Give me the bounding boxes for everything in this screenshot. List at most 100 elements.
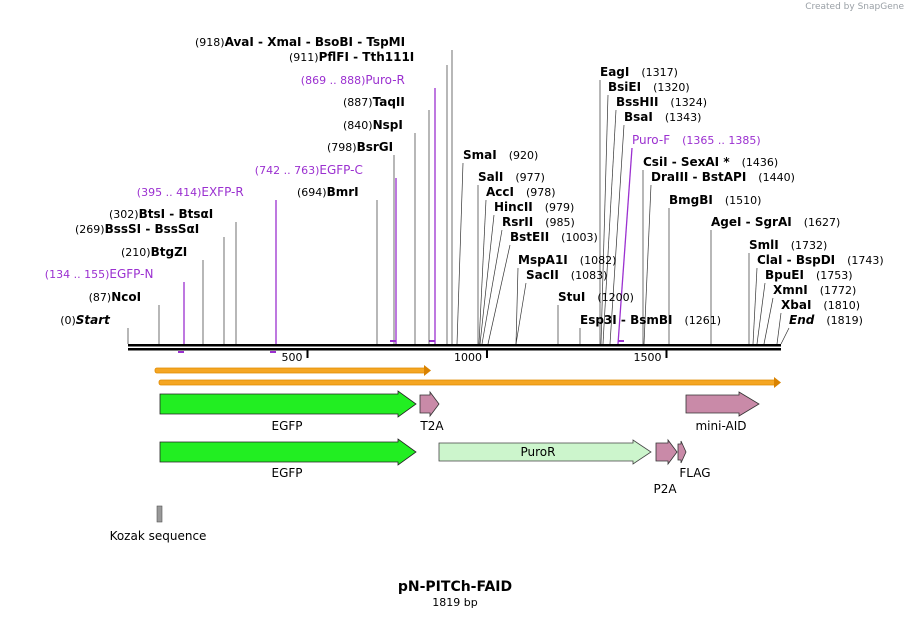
- orf-line-1[interactable]: [154, 367, 428, 374]
- site-name: AgeI: [711, 215, 741, 229]
- site-name: -: [668, 155, 681, 169]
- site-label[interactable]: BstEII (1003): [510, 230, 598, 244]
- site-label[interactable]: XmnI(1772): [773, 283, 856, 297]
- site-position: (1743): [847, 254, 884, 267]
- site-label[interactable]: StuI(1200): [558, 290, 634, 304]
- site-label[interactable]: (302)BtsI - BtsαI: [109, 207, 213, 221]
- site-name: BpuEI: [765, 268, 804, 282]
- site-name: XmaI: [267, 35, 301, 49]
- site-label[interactable]: CsiI - SexAI *(1436): [643, 155, 778, 169]
- site-label[interactable]: End(1819): [789, 313, 863, 327]
- site-label[interactable]: (395 .. 414)EXFP-R: [137, 185, 244, 199]
- site-name: BspDI: [796, 253, 835, 267]
- site-label-text: SmlI(1732): [749, 238, 827, 252]
- site-line: [752, 267, 758, 345]
- site-position: (87): [89, 291, 112, 304]
- site-name: CsiI: [643, 155, 668, 169]
- site-position: (1819): [826, 314, 863, 327]
- site-label[interactable]: BsiEI(1320): [608, 80, 690, 94]
- site-position: (1261): [685, 314, 722, 327]
- site-name: BsoBI: [315, 35, 353, 49]
- site-label[interactable]: (869 .. 888)Puro-R: [301, 73, 405, 87]
- site-label[interactable]: AgeI - SgrAI(1627): [711, 215, 840, 229]
- site-label[interactable]: (694)BmrI: [297, 185, 359, 199]
- site-label[interactable]: BpuEI(1753): [765, 268, 853, 282]
- site-position: (1440): [758, 171, 795, 184]
- site-label[interactable]: (87)NcoI: [89, 290, 141, 304]
- feature-kozak[interactable]: Kozak sequence: [110, 505, 207, 543]
- site-line: [609, 124, 625, 345]
- feature-p2a[interactable]: P2A: [653, 438, 678, 496]
- site-label[interactable]: SmaI(920): [463, 148, 538, 162]
- site-label[interactable]: ClaI - BspDI(1743): [757, 253, 884, 267]
- feature-t2a[interactable]: T2A: [419, 390, 444, 433]
- tick-label: 500: [281, 351, 302, 364]
- site-position: (1320): [653, 81, 690, 94]
- site-position: (1436): [742, 156, 779, 169]
- site-label[interactable]: (798)BsrGI: [327, 140, 393, 154]
- site-name: -: [141, 222, 154, 236]
- site-label[interactable]: (210)BtgZI: [121, 245, 187, 259]
- feature-egfp[interactable]: EGFP: [159, 390, 417, 433]
- site-label[interactable]: Puro-F(1365 .. 1385): [632, 133, 761, 147]
- tick-label: 1500: [633, 351, 661, 364]
- site-label-text: (210)BtgZI: [121, 245, 187, 259]
- site-label[interactable]: (0)Start: [60, 313, 111, 327]
- site-position: (1003): [561, 231, 598, 244]
- site-name: BstEII: [510, 230, 549, 244]
- site-label-text: SmaI(920): [463, 148, 538, 162]
- site-label[interactable]: (887)TaqII: [343, 95, 405, 109]
- site-label-text: (0)Start: [60, 313, 111, 327]
- feature-egfp-2[interactable]: EGFP: [159, 438, 417, 480]
- site-label[interactable]: Esp3I - BsmBI(1261): [580, 313, 721, 327]
- site-name: TspMI: [366, 35, 405, 49]
- site-position: (1810): [823, 299, 860, 312]
- site-label-text: XmnI(1772): [773, 283, 856, 297]
- site-label[interactable]: (840)NspI: [343, 118, 403, 132]
- site-label[interactable]: (742 .. 763)EGFP-C: [255, 163, 363, 177]
- site-position: (269): [75, 223, 105, 236]
- site-name: -: [617, 313, 630, 327]
- site-label[interactable]: (134 .. 155)EGFP-N: [45, 267, 154, 281]
- site-name: EGFP-N: [109, 267, 153, 281]
- site-label[interactable]: MspA1I(1082): [518, 253, 616, 267]
- site-label-text: BpuEI(1753): [765, 268, 853, 282]
- site-label[interactable]: BssHII(1324): [616, 95, 707, 109]
- tick-label: 1000: [454, 351, 482, 364]
- tick-mark: [485, 350, 488, 358]
- site-label[interactable]: EagI(1317): [600, 65, 678, 79]
- site-position: (1772): [820, 284, 857, 297]
- site-label[interactable]: (911)PflFI - Tth111I: [289, 50, 414, 64]
- site-name: BssSαI: [154, 222, 199, 236]
- feature-flag[interactable]: FLAG: [677, 440, 711, 480]
- site-label-text: (134 .. 155)EGFP-N: [45, 267, 154, 281]
- site-label[interactable]: SacII(1083): [526, 268, 607, 282]
- tick-mark: [665, 350, 668, 358]
- site-label[interactable]: BsaI(1343): [624, 110, 701, 124]
- site-label[interactable]: (918)AvaI - XmaI - BsoBI - TspMI: [195, 35, 405, 49]
- site-label[interactable]: DraIII - BstAPI(1440): [651, 170, 795, 184]
- map-length: 1819 bp: [432, 596, 477, 609]
- site-label[interactable]: HincII(979): [494, 200, 574, 214]
- feature-puror[interactable]: PuroR: [438, 439, 652, 465]
- orf-line-2[interactable]: [158, 379, 778, 386]
- site-label-text: StuI(1200): [558, 290, 634, 304]
- site-label[interactable]: (269)BssSI - BssSαI: [75, 222, 199, 236]
- credit-brand: SnapGene: [857, 2, 904, 12]
- site-label[interactable]: XbaI(1810): [781, 298, 860, 312]
- site-label-text: (911)PflFI - Tth111I: [289, 50, 414, 64]
- feature-mini-aid[interactable]: mini-AID: [685, 391, 760, 433]
- site-label[interactable]: AccI(978): [486, 185, 556, 199]
- site-position: (840): [343, 119, 373, 132]
- site-label[interactable]: BmgBI(1510): [669, 193, 761, 207]
- site-label[interactable]: RsrII(985): [502, 215, 575, 229]
- site-label-text: ClaI - BspDI(1743): [757, 253, 884, 267]
- site-label[interactable]: SalI(977): [478, 170, 545, 184]
- site-label[interactable]: SmlI(1732): [749, 238, 827, 252]
- primer-line: [617, 147, 633, 345]
- site-line: [481, 229, 503, 345]
- site-label-text: AgeI - SgrAI(1627): [711, 215, 840, 229]
- site-name: BsrGI: [357, 140, 394, 154]
- site-position: (918): [195, 36, 225, 49]
